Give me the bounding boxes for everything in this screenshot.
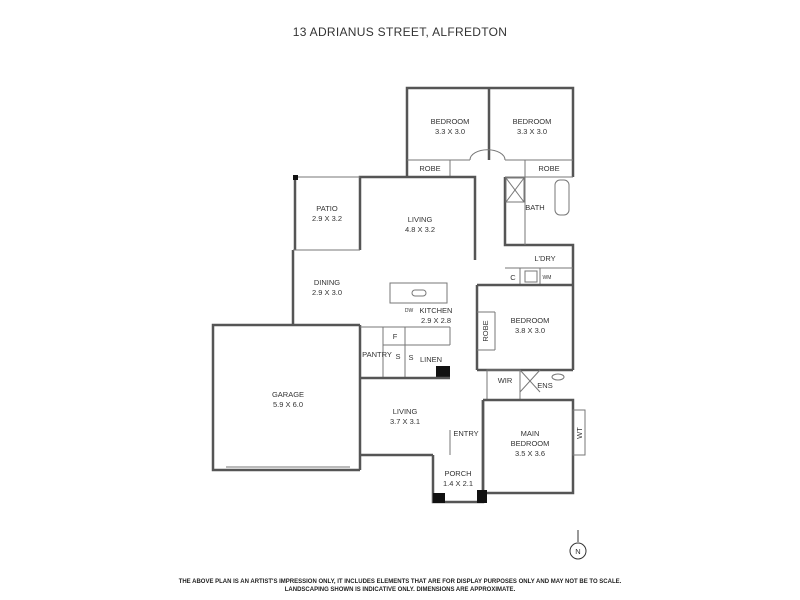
linen-label: LINEN [420, 355, 442, 364]
robe-2-label: ROBE [538, 164, 559, 173]
bedroom-1-label: BEDROOM [431, 117, 470, 126]
disclaimer: THE ABOVE PLAN IS AN ARTIST'S IMPRESSION… [0, 578, 800, 594]
living-1-label: LIVING [408, 215, 433, 224]
water-tank-label: WT [575, 427, 584, 439]
walls [211, 86, 586, 504]
washing-machine-label: WM [543, 275, 552, 281]
robe-3-label: ROBE [481, 320, 490, 341]
ensuite-label: ENS [537, 381, 552, 390]
kitchen-dims: 2.9 X 2.8 [421, 316, 451, 325]
fridge-label: F [393, 332, 398, 341]
patio-label: PATIO [316, 204, 338, 213]
property-title: 13 ADRIANUS STREET, ALFREDTON [292, 25, 508, 39]
laundry-label: L'DRY [534, 254, 555, 263]
bedroom-3-label: BEDROOM [511, 316, 550, 325]
kitchen-label: KITCHEN [420, 306, 453, 315]
patio-dims: 2.9 X 3.2 [312, 214, 342, 223]
wir-label: WIR [498, 376, 513, 385]
cupboard-label: C [510, 273, 516, 282]
bedroom-2-dims: 3.3 X 3.0 [517, 127, 547, 136]
pantry-label: PANTRY [362, 350, 392, 359]
bedroom-1-dims: 3.3 X 3.0 [435, 127, 465, 136]
disclaimer-line-1: THE ABOVE PLAN IS AN ARTIST'S IMPRESSION… [178, 579, 622, 585]
compass-north-label: N [575, 547, 580, 556]
bedroom-2-label: BEDROOM [513, 117, 552, 126]
store-2-label: S [408, 353, 413, 362]
dining-label: DINING [314, 278, 340, 287]
dishwasher-label: DW [405, 308, 414, 314]
garage-dims: 5.9 X 6.0 [273, 400, 303, 409]
main-bedroom-label-2: BEDROOM [511, 439, 550, 448]
main-bedroom-label: MAIN [521, 429, 540, 438]
bath-label: BATH [525, 203, 544, 212]
dining-dims: 2.9 X 3.0 [312, 288, 342, 297]
living-2-label: LIVING [393, 407, 418, 416]
north-compass-icon: N [569, 530, 587, 560]
porch-dims: 1.4 X 2.1 [443, 479, 473, 488]
robe-1-label: ROBE [419, 164, 440, 173]
entry-label: ENTRY [453, 429, 478, 438]
living-1-dims: 4.8 X 3.2 [405, 225, 435, 234]
main-bedroom-dims: 3.5 X 3.6 [515, 449, 545, 458]
garage-label: GARAGE [272, 390, 304, 399]
room-labels: BEDROOM 3.3 X 3.0 BEDROOM 3.3 X 3.0 ROBE… [272, 117, 584, 488]
bedroom-3-dims: 3.8 X 3.0 [515, 326, 545, 335]
porch-label: PORCH [444, 469, 471, 478]
store-1-label: S [395, 352, 400, 361]
disclaimer-line-2: LANDSCAPING SHOWN IS INDICATIVE ONLY. DI… [284, 587, 516, 593]
living-2-dims: 3.7 X 3.1 [390, 417, 420, 426]
